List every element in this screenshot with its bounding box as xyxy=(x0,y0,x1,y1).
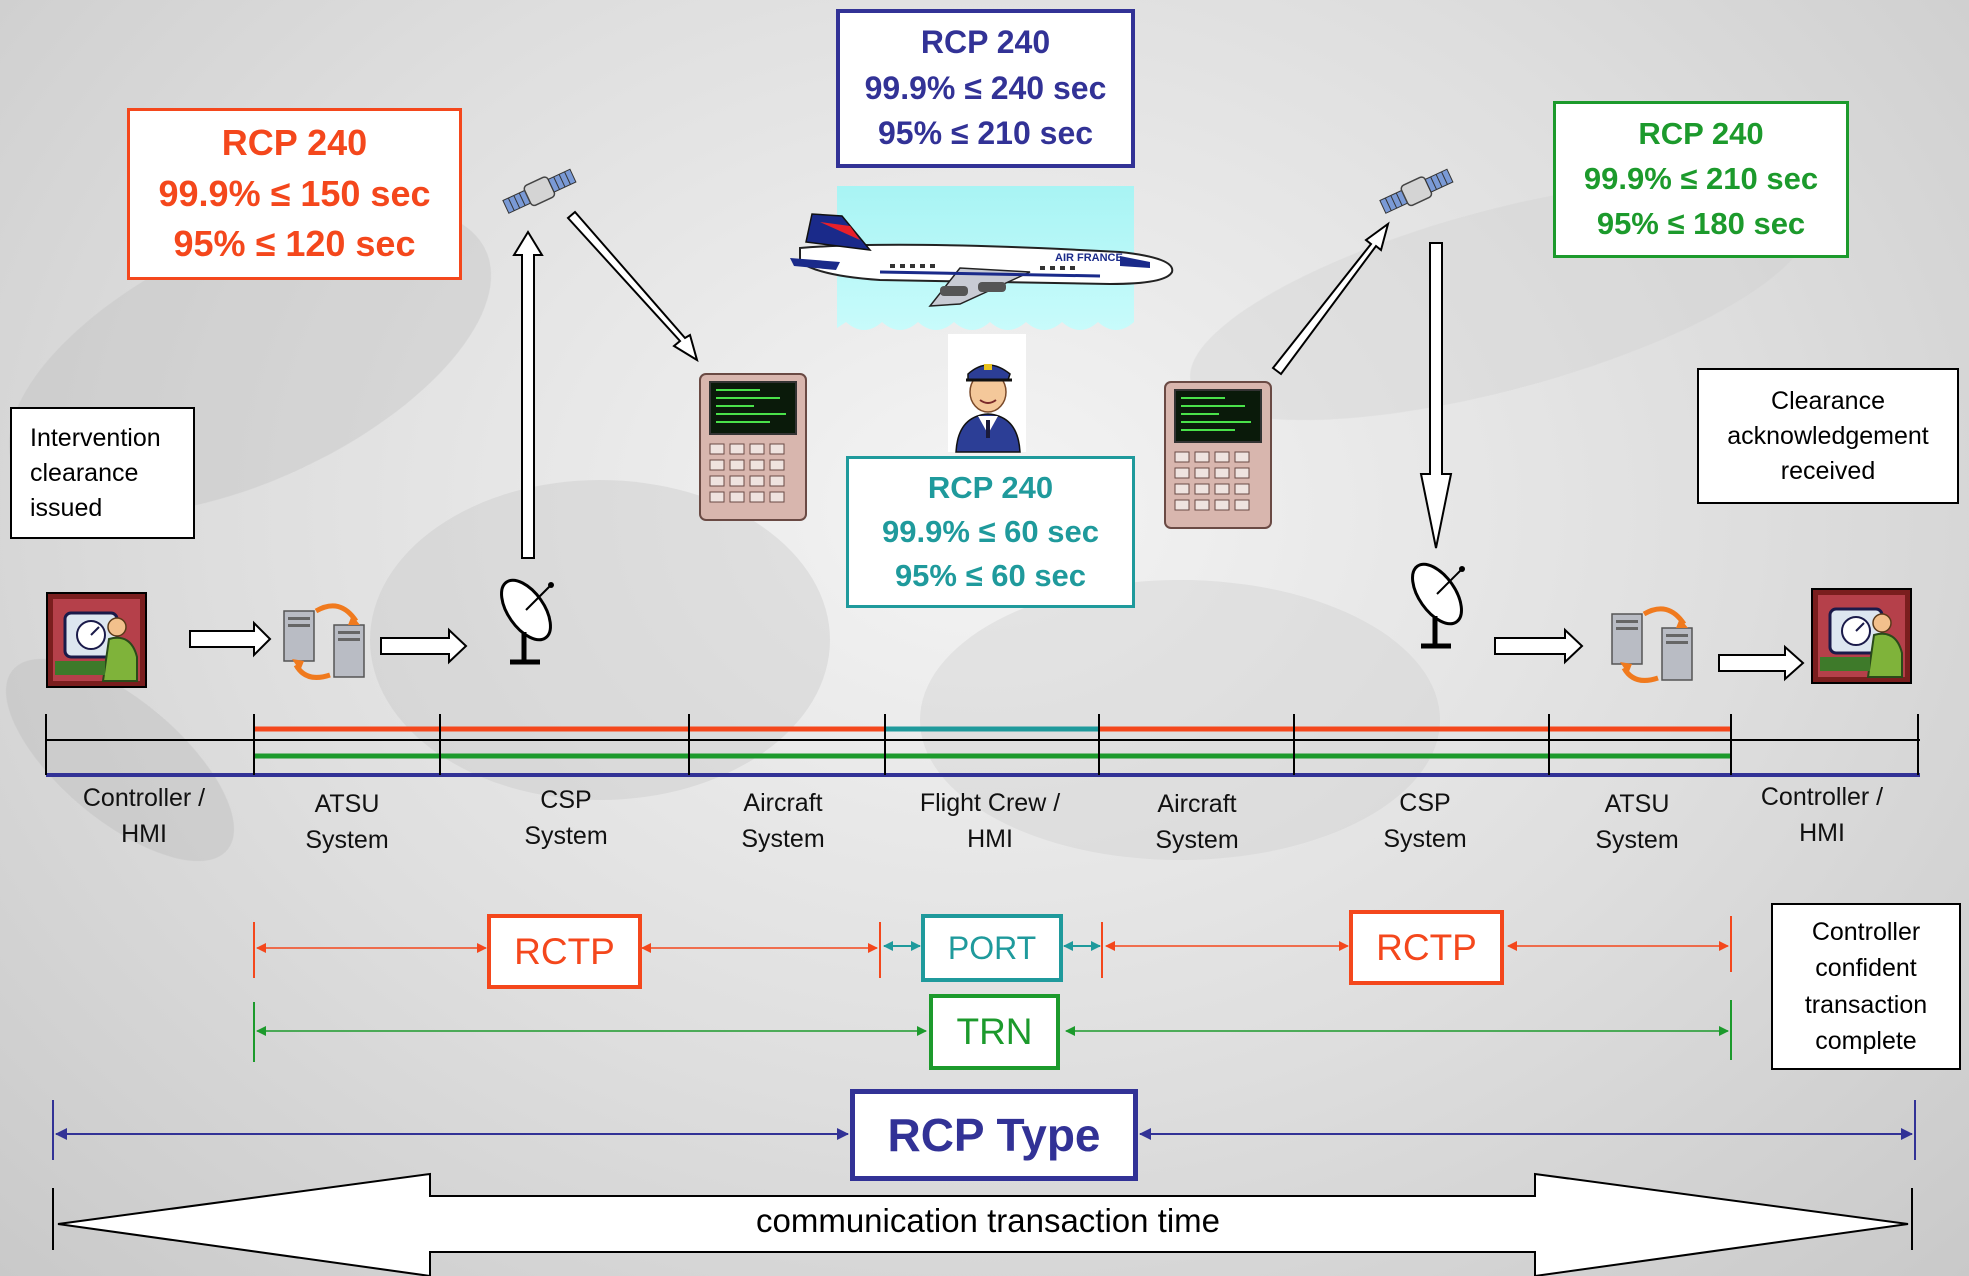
timeline-label-line: System xyxy=(524,822,608,851)
confident-note-line: confident xyxy=(1815,954,1917,983)
timeline-label-line: Aircraft xyxy=(1157,790,1237,818)
port-label: PORT xyxy=(947,930,1037,966)
atsu-server-icon xyxy=(283,603,365,680)
timeline-label-line: CSP xyxy=(540,786,592,814)
trn-label: TRN xyxy=(956,1011,1033,1052)
acknowledgement-note-line: received xyxy=(1780,456,1876,485)
intervention-note-line: clearance xyxy=(30,458,139,487)
confident-note-line: Controller xyxy=(1811,918,1921,946)
flow-arrow-atsu-to-dish xyxy=(380,627,468,665)
rcp-box-red: RCP 240 99.9% ≤ 150 sec 95% ≤ 120 sec xyxy=(127,108,462,280)
timeline-label-line: HMI xyxy=(121,820,167,849)
cockpit-fmc-icon xyxy=(1164,381,1272,529)
rctp-left-label: RCTP xyxy=(514,931,615,972)
port-dimension xyxy=(883,922,1103,978)
satellite-icon xyxy=(1379,168,1454,214)
rcp-box-teal-999: 99.9% ≤ 60 sec xyxy=(882,513,1099,549)
flow-arrow-satellite-to-dish xyxy=(1419,242,1453,549)
timeline-label-atsu-right: ATSU System xyxy=(1537,786,1737,859)
transaction-time-arrow xyxy=(52,1172,1913,1276)
rcp-box-teal-95: 95% ≤ 60 sec xyxy=(894,558,1087,593)
acknowledgement-note-line: acknowledgement xyxy=(1727,421,1929,450)
rctp-left-box: RCTP xyxy=(487,914,642,989)
intervention-clearance-note: Intervention clearance issued xyxy=(10,407,195,539)
rcp-box-red-95: 95% ≤ 120 sec xyxy=(173,223,416,265)
cockpit-fmc-icon xyxy=(699,373,807,521)
timeline-label-aircraft-left: Aircraft System xyxy=(683,785,883,858)
timeline-label-line: Flight Crew / xyxy=(919,789,1061,817)
trn-box: TRN xyxy=(929,994,1060,1070)
controller-workstation-icon xyxy=(1811,588,1912,684)
trn-dimension xyxy=(253,1000,1732,1062)
timeline-label-line: System xyxy=(305,826,389,855)
satellite-dish-icon xyxy=(1411,562,1465,649)
timeline-label-line: HMI xyxy=(967,825,1013,854)
rcp-box-green-999: 99.9% ≤ 210 sec xyxy=(1583,161,1819,197)
controller-confident-note: Controller confident transaction complet… xyxy=(1771,903,1961,1070)
timeline-label-line: Controller / xyxy=(82,784,206,812)
timeline-label-csp-right: CSP System xyxy=(1325,785,1525,858)
rcp-type-box: RCP Type xyxy=(850,1089,1138,1181)
rcp-box-blue-95: 95% ≤ 210 sec xyxy=(877,115,1094,152)
flow-arrow-satellite-to-fmc xyxy=(566,210,699,363)
rcp-type-dimension xyxy=(52,1100,1916,1160)
rcp-box-red-999: 99.9% ≤ 150 sec xyxy=(158,172,431,214)
airplane-icon: AIR FRANCE xyxy=(790,213,1174,307)
rcp-box-blue-999: 99.9% ≤ 240 sec xyxy=(864,69,1107,106)
timeline-label-controller-hmi-left: Controller / HMI xyxy=(44,780,244,853)
timeline-label-atsu-left: ATSU System xyxy=(247,786,447,859)
flow-arrow-dish-to-atsu xyxy=(1494,627,1584,665)
confident-note-line: complete xyxy=(1815,1026,1917,1055)
rcp-box-teal-title: RCP 240 xyxy=(927,469,1054,505)
timeline-label-line: Controller / xyxy=(1760,783,1884,811)
intervention-note-line: Intervention xyxy=(30,423,161,452)
rctp-right-box: RCTP xyxy=(1349,910,1504,985)
timeline-label-line: System xyxy=(1155,826,1239,855)
airplane-livery-text: AIR FRANCE xyxy=(1055,252,1123,264)
rcp-box-red-title: RCP 240 xyxy=(221,122,368,164)
transaction-time-label: communication transaction time xyxy=(755,1202,1221,1239)
port-box: PORT xyxy=(921,914,1063,982)
intervention-note-line: issued xyxy=(30,493,103,522)
timeline-label-controller-hmi-right: Controller / HMI xyxy=(1722,779,1922,852)
timeline-label-flight-crew: Flight Crew / HMI xyxy=(890,785,1090,858)
timeline-label-line: System xyxy=(1595,826,1679,855)
controller-workstation-icon xyxy=(46,592,147,688)
timeline-label-line: ATSU xyxy=(314,790,380,818)
flow-arrow-dish-to-satellite xyxy=(512,230,544,559)
timeline-label-line: System xyxy=(1383,825,1467,854)
timeline-label-aircraft-right: Aircraft System xyxy=(1097,786,1297,859)
atsu-server-icon xyxy=(1611,606,1693,683)
rcp-box-green-95: 95% ≤ 180 sec xyxy=(1596,205,1806,241)
rcp-box-green: RCP 240 99.9% ≤ 210 sec 95% ≤ 180 sec xyxy=(1553,101,1849,258)
satellite-icon xyxy=(502,168,577,214)
flow-arrow-atsu-to-controller xyxy=(1718,644,1805,682)
timeline-label-line: ATSU xyxy=(1604,790,1670,818)
rctp-right-dimension xyxy=(1105,916,1732,972)
timeline-label-csp-left: CSP System xyxy=(466,782,666,855)
timeline-label-line: Aircraft xyxy=(743,789,823,817)
confident-note-line: transaction xyxy=(1804,990,1928,1019)
timeline-label-line: CSP xyxy=(1399,789,1451,817)
acknowledgement-note-line: Clearance xyxy=(1771,386,1885,415)
flow-arrow-controller-to-atsu xyxy=(189,620,272,658)
rcp-box-blue-title: RCP 240 xyxy=(920,24,1051,61)
rcp-box-blue: RCP 240 99.9% ≤ 240 sec 95% ≤ 210 sec xyxy=(836,9,1135,168)
rcp-box-green-title: RCP 240 xyxy=(1638,116,1764,152)
pilot-icon xyxy=(948,334,1026,453)
flow-arrow-fmc-to-satellite xyxy=(1271,221,1390,376)
satellite-dish-icon xyxy=(500,578,554,665)
timeline-label-line: System xyxy=(741,825,825,854)
rcp-type-label: RCP Type xyxy=(887,1109,1101,1161)
timeline-label-line: HMI xyxy=(1799,819,1845,848)
rctp-right-label: RCTP xyxy=(1376,927,1477,968)
timeline xyxy=(45,714,1920,777)
rcp-box-teal: RCP 240 99.9% ≤ 60 sec 95% ≤ 60 sec xyxy=(846,456,1135,608)
clearance-acknowledgement-note: Clearance acknowledgement received xyxy=(1697,368,1959,504)
rctp-left-dimension xyxy=(253,922,881,978)
